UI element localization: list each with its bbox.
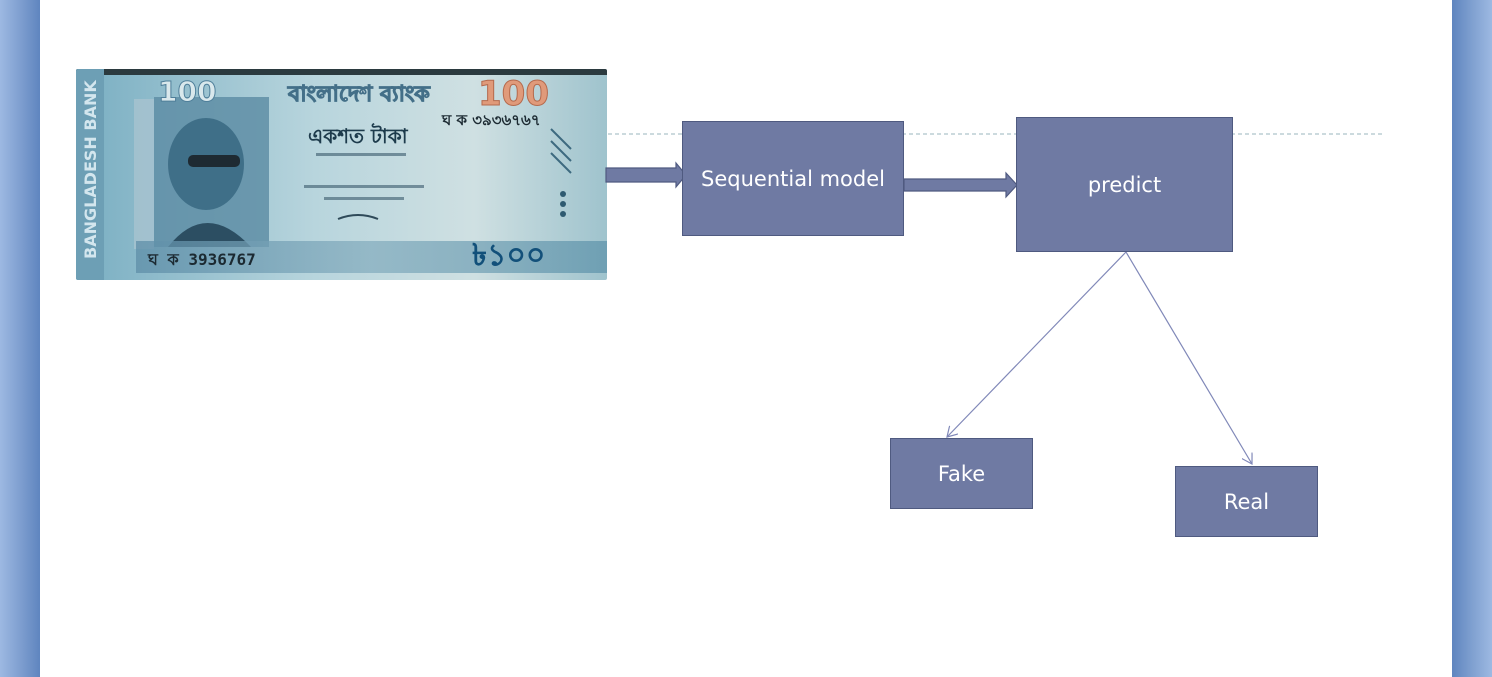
real-label: Real — [1223, 489, 1270, 514]
fake-node: Fake — [890, 438, 1033, 509]
arrow-note-to-model — [605, 161, 687, 189]
bank-name-bn: বাংলাদেশ ব্যাংক — [287, 82, 431, 107]
amount-words: একশত টাকা — [308, 123, 409, 148]
real-node: Real — [1175, 466, 1318, 537]
currency-value: ৳১০০ — [472, 238, 545, 273]
bank-name-en: BANGLADESH BANK — [81, 80, 100, 259]
denomination-top-left: 100 — [158, 75, 216, 108]
predict-node: predict — [1016, 117, 1233, 252]
sequential-model-node: Sequential model — [682, 121, 904, 236]
arrow-predict-to-fake — [947, 251, 1127, 437]
denomination-top-right: 100 — [478, 74, 549, 114]
serial-bottom: ঘ ক 3936767 — [147, 250, 256, 269]
banknote-image: BANGLADESH BANK 100 বাংলাদেশ ব্যাংক 100 … — [76, 69, 607, 280]
predict-label: predict — [1087, 172, 1162, 197]
arrow-predict-to-real — [1125, 251, 1252, 464]
fake-label: Fake — [937, 461, 986, 486]
arrow-model-to-predict — [903, 171, 1018, 199]
serial-top: ঘ ক ৩৯৩৬৭৬৭ — [441, 111, 540, 129]
sequential-model-label: Sequential model — [701, 166, 885, 191]
banknote-svg: BANGLADESH BANK 100 বাংলাদেশ ব্যাংক 100 … — [76, 69, 607, 280]
